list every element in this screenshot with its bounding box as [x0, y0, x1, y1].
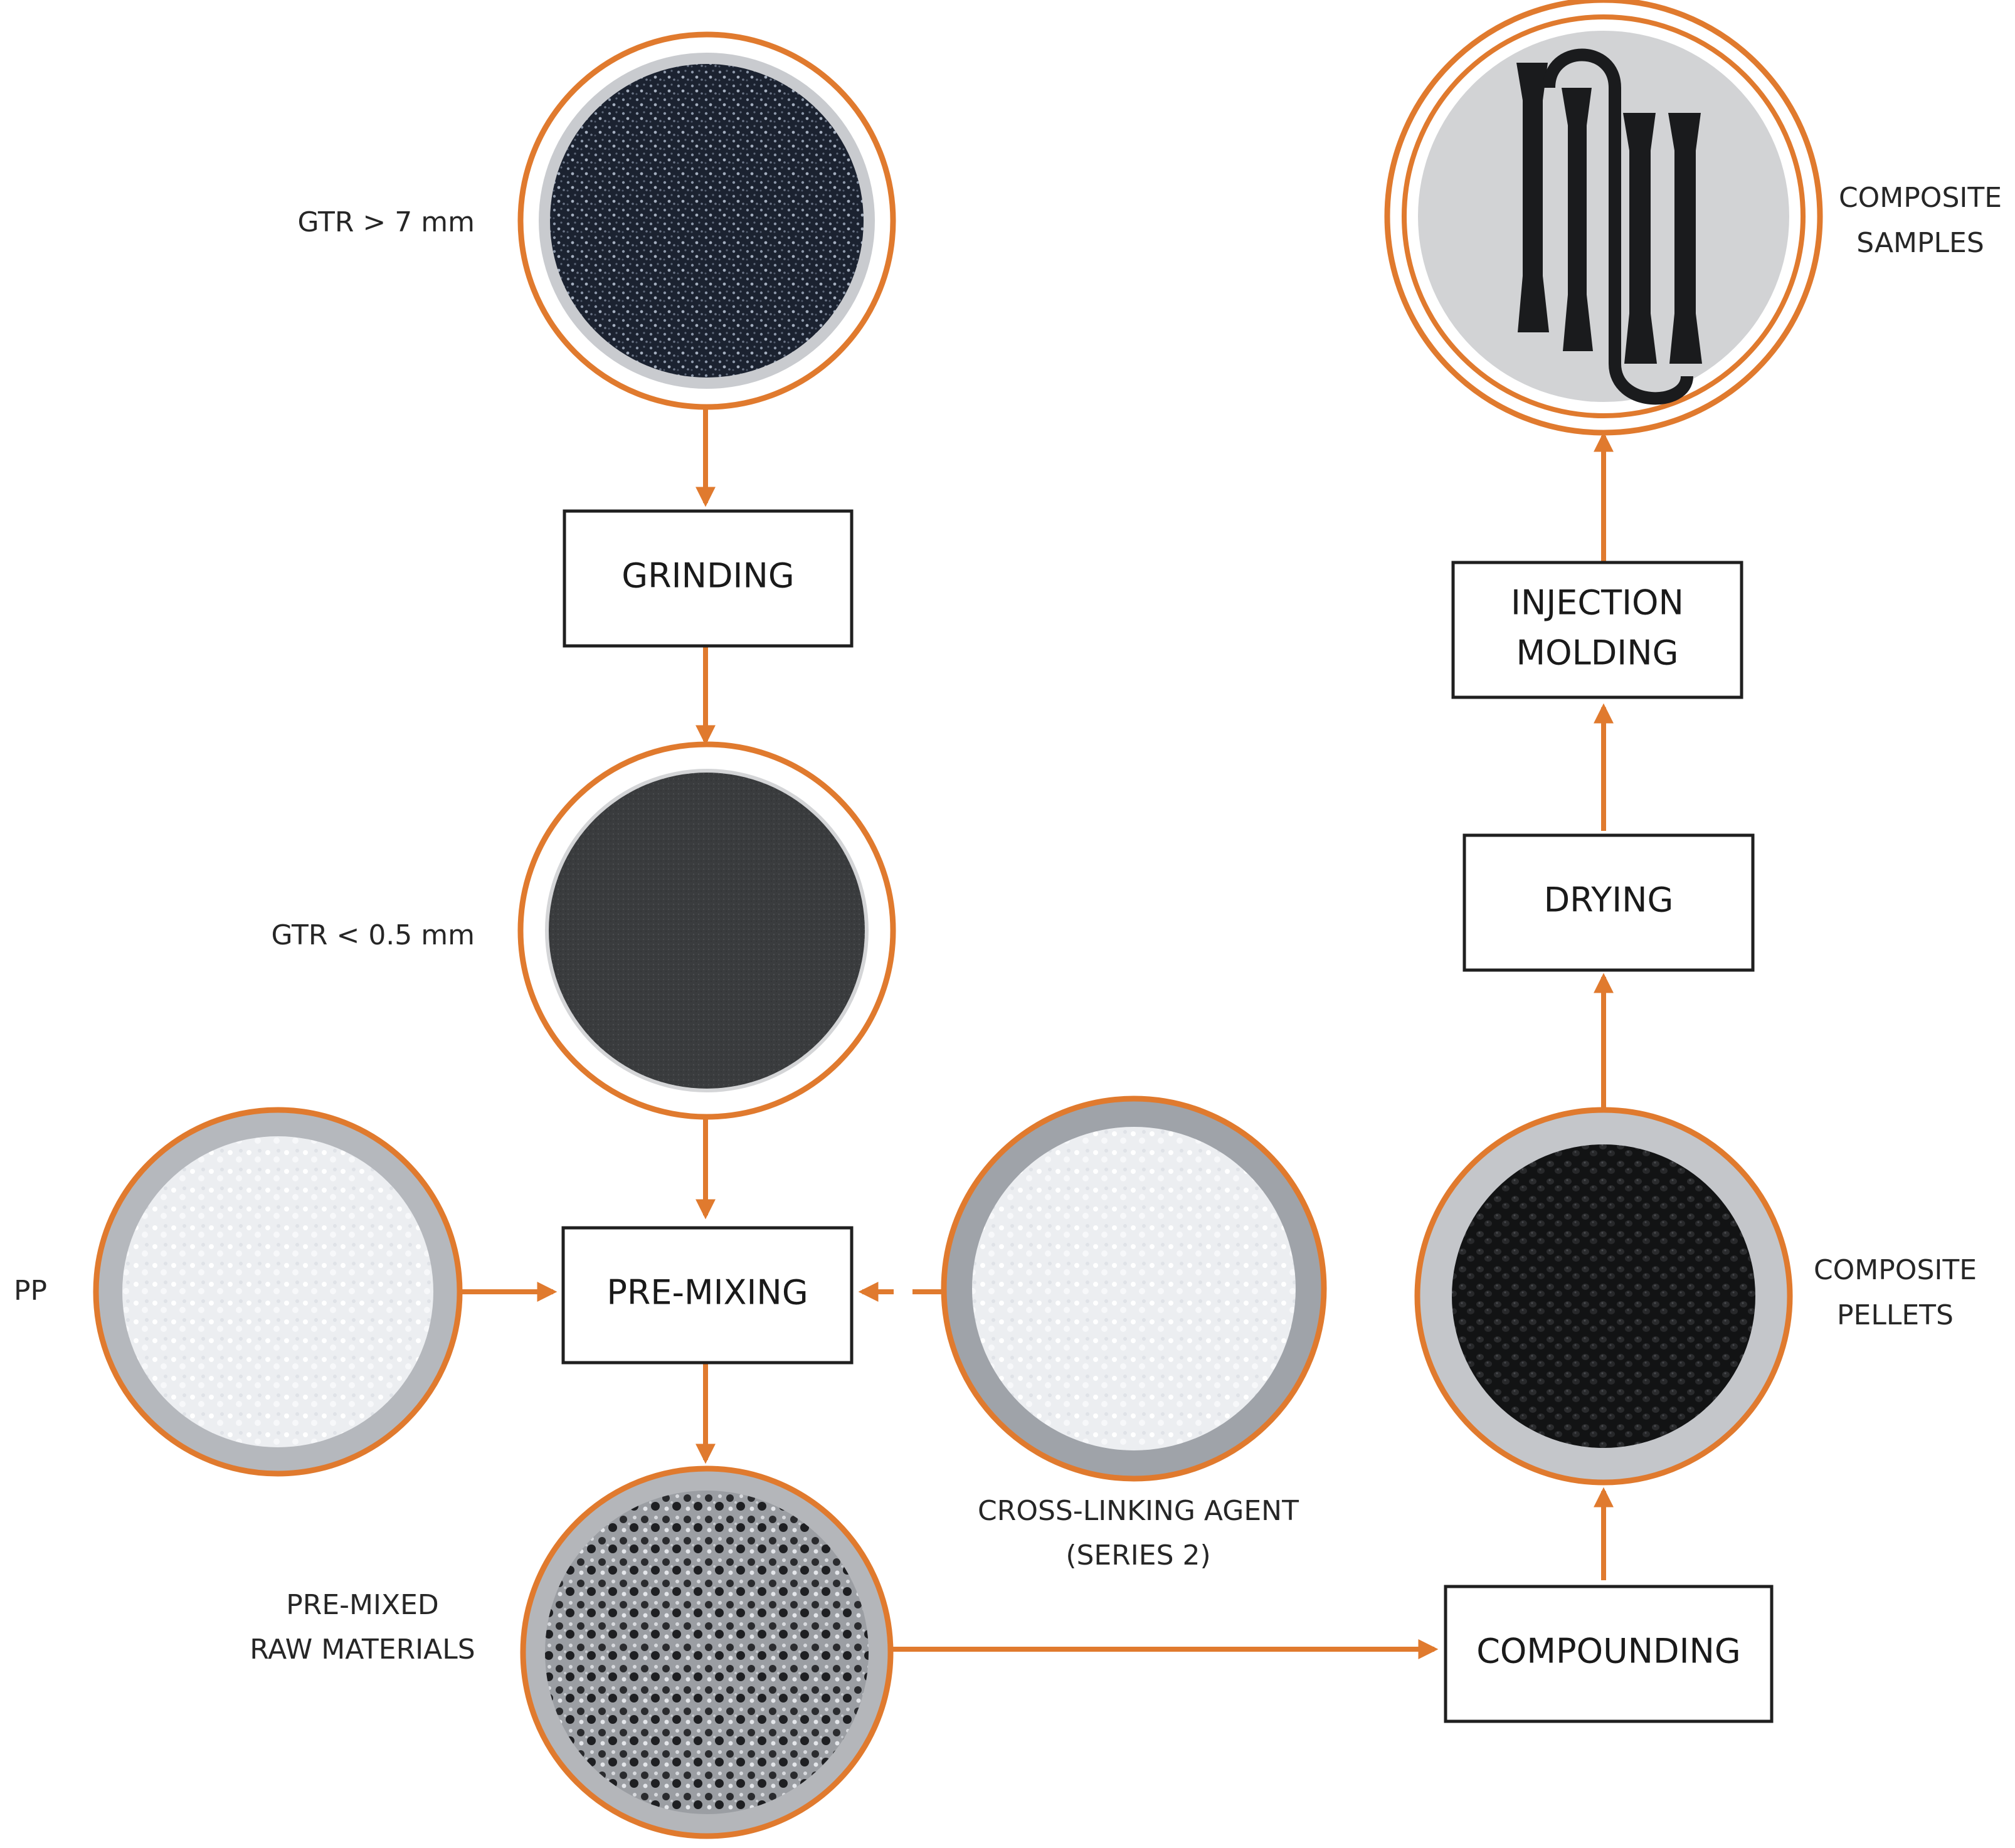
compounding-step: COMPOUNDING	[1444, 1585, 1774, 1723]
injection-molding-step: INJECTION MOLDING	[1451, 561, 1743, 699]
injection-molding-label-line2: MOLDING	[1516, 633, 1679, 673]
composite-samples-label-line1: COMPOSITE	[1839, 182, 2002, 214]
cross-linking-agent-label-line1: CROSS-LINKING AGENT	[978, 1495, 1299, 1527]
gtr-coarse-label: GTR > 7 mm	[297, 206, 475, 238]
specimen-runner	[1543, 48, 1693, 405]
pp-label: PP	[14, 1275, 47, 1307]
pre-mixed-label-line1: PRE-MIXED	[286, 1589, 439, 1621]
pp-photo	[93, 1107, 463, 1477]
pre-mixing-label: PRE-MIXING	[606, 1273, 808, 1312]
grinding-label: GRINDING	[621, 556, 794, 596]
grinding-box	[563, 509, 854, 648]
injection-molding-box	[1451, 561, 1743, 699]
grinding-step: GRINDING	[563, 509, 854, 648]
injection-molding-label-line1: INJECTION	[1511, 583, 1684, 623]
pre-mixing-step: PRE-MIXING	[561, 1226, 854, 1365]
gtr-fine-label: GTR < 0.5 mm	[272, 919, 475, 951]
drying-step: DRYING	[1462, 833, 1755, 972]
composite-samples-label-line2: SAMPLES	[1856, 227, 1984, 259]
compounding-label: COMPOUNDING	[1476, 1632, 1741, 1671]
specimen-shapes	[1516, 63, 1702, 364]
composite-pellets-label-line1: COMPOSITE	[1814, 1254, 1977, 1286]
drying-box	[1462, 833, 1755, 972]
composite-samples-photo	[1384, 0, 1823, 436]
composite-pellets-label-line2: PELLETS	[1837, 1299, 1954, 1331]
cross-linking-agent-label-line2: (SERIES 2)	[1066, 1539, 1210, 1571]
drying-label: DRYING	[1544, 880, 1674, 920]
connectors	[461, 408, 1614, 1659]
composite-pellets-photo	[1414, 1107, 1793, 1486]
pre-mixing-box	[561, 1226, 854, 1365]
pre-mixed-photo	[520, 1465, 894, 1839]
cross-linking-agent-photo	[941, 1096, 1327, 1482]
gtr-coarse-photo	[517, 31, 896, 410]
compounding-box	[1444, 1585, 1774, 1723]
gtr-fine-photo	[517, 741, 896, 1120]
pre-mixed-label-line2: RAW MATERIALS	[250, 1634, 475, 1666]
